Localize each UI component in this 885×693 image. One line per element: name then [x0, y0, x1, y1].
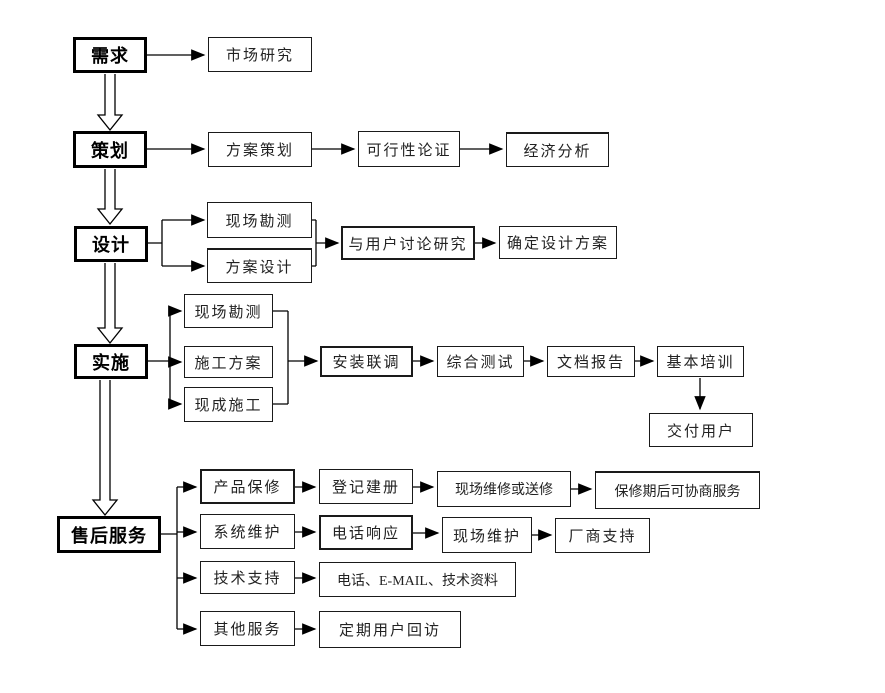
- node-regular-followup: 定期用户回访: [319, 611, 461, 648]
- node-scheme-design: 方案设计: [207, 248, 312, 283]
- node-site-survey-design: 现场勘测: [207, 202, 312, 238]
- node-system-maintenance: 系统维护: [200, 514, 295, 549]
- stage-arrow-design-implementation: [96, 263, 124, 345]
- node-discuss-with-users: 与用户讨论研究: [341, 226, 475, 260]
- edge-aftersales-branch: [161, 487, 178, 629]
- stage-arrow-planning-design: [96, 169, 124, 226]
- node-phone-email-docs: 电话、E-MAIL、技术资料: [319, 562, 516, 597]
- node-finalize-design: 确定设计方案: [499, 226, 617, 259]
- node-demand: 需求: [73, 37, 147, 73]
- node-planning: 策划: [73, 131, 147, 168]
- node-construction-plan: 施工方案: [184, 346, 273, 378]
- node-product-warranty: 产品保修: [200, 469, 295, 504]
- node-registration: 登记建册: [319, 469, 413, 504]
- node-tech-support: 技术支持: [200, 561, 295, 594]
- edge-impl-branch-left: [148, 311, 171, 404]
- node-other-services: 其他服务: [200, 611, 295, 646]
- stage-arrow-demand-planning: [96, 74, 124, 132]
- node-basic-training: 基本培训: [657, 346, 744, 377]
- node-doc-report: 文档报告: [547, 346, 635, 377]
- node-market-research: 市场研究: [208, 37, 312, 72]
- node-after-sales-service: 售后服务: [57, 516, 161, 553]
- node-site-survey-impl: 现场勘测: [184, 294, 273, 328]
- node-install-commission: 安装联调: [320, 346, 413, 377]
- node-integrated-test: 综合测试: [437, 346, 524, 377]
- node-feasibility-study: 可行性论证: [358, 131, 460, 167]
- edge-impl-merge-right: [273, 310, 289, 405]
- node-onsite-maintenance: 现场维护: [442, 517, 532, 553]
- node-onsite-or-sendin-repair: 现场维修或送修: [437, 471, 571, 507]
- node-ready-construction: 现成施工: [184, 387, 273, 422]
- node-vendor-support: 厂商支持: [555, 518, 650, 553]
- node-phone-response: 电话响应: [319, 515, 413, 550]
- node-deliver-to-user: 交付用户: [649, 413, 753, 447]
- node-plan-drafting: 方案策划: [208, 132, 312, 167]
- node-implementation: 实施: [74, 344, 148, 379]
- stage-arrow-implementation-aftersales: [91, 380, 119, 517]
- edge-design-branch-left: [148, 220, 163, 266]
- node-design: 设计: [74, 226, 148, 262]
- node-post-warranty-service: 保修期后可协商服务: [595, 471, 760, 509]
- node-economic-analysis: 经济分析: [506, 132, 609, 167]
- edge-design-merge-right: [312, 219, 317, 267]
